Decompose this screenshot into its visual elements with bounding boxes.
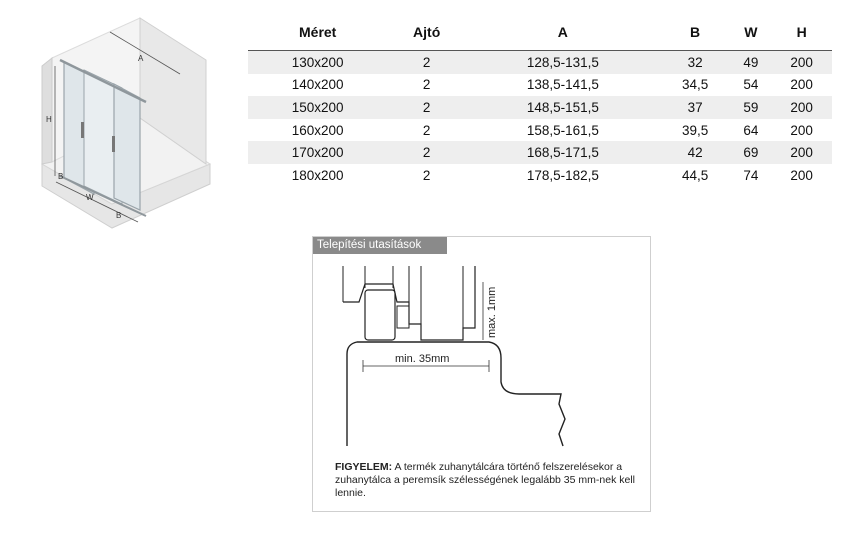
cell-ajto: 2 — [387, 73, 466, 97]
cell-b: 39,5 — [659, 118, 731, 142]
cell-a: 158,5-161,5 — [465, 118, 660, 142]
cell-ajto: 2 — [387, 96, 466, 119]
table-row: 180x200 2 178,5-182,5 44,5 74 200 — [248, 163, 832, 187]
cell-h: 200 — [771, 163, 832, 187]
cell-w: 69 — [730, 141, 772, 164]
dimension-line-a — [109, 31, 181, 75]
header-h: H — [771, 14, 832, 51]
cell-ajto: 2 — [387, 118, 466, 142]
handle-right — [112, 136, 115, 152]
cell-h: 200 — [771, 73, 832, 97]
profile-cross-section-drawing: min. 35mm max. 1mm — [342, 266, 566, 447]
profile-insert — [396, 305, 410, 329]
dimension-label-h: H — [46, 115, 52, 124]
tray-profile — [346, 341, 566, 447]
glass-panel-right — [113, 82, 141, 211]
size-spec-table: Méret Ajtó A B W H 130x200 2 128,5-131,5… — [248, 14, 832, 187]
cell-b: 32 — [659, 50, 731, 74]
bottom-rail — [59, 175, 147, 217]
dimension-label-a: A — [138, 54, 144, 63]
dimension-label-w: W — [86, 193, 94, 202]
cell-ajto: 2 — [387, 50, 466, 74]
top-rail — [59, 58, 147, 104]
left-wall — [41, 56, 53, 165]
cell-a: 138,5-141,5 — [465, 73, 660, 97]
table-row: 130x200 2 128,5-131,5 32 49 200 — [248, 50, 832, 74]
cell-h: 200 — [771, 50, 832, 74]
header-ajto: Ajtó — [387, 14, 466, 51]
cell-a: 148,5-151,5 — [465, 96, 660, 119]
cell-b: 42 — [659, 141, 731, 164]
cell-meret: 180x200 — [248, 163, 388, 187]
dimension-label-b-left: B — [58, 172, 63, 181]
warning-title: FIGYELEM: — [335, 461, 393, 473]
cell-b: 44,5 — [659, 163, 731, 187]
cell-a: 178,5-182,5 — [465, 163, 660, 187]
handle-left — [81, 122, 84, 138]
cell-meret: 160x200 — [248, 118, 388, 142]
cell-ajto: 2 — [387, 141, 466, 164]
cell-meret: 150x200 — [248, 96, 388, 119]
cell-h: 200 — [771, 141, 832, 164]
cell-ajto: 2 — [387, 163, 466, 187]
cell-w: 59 — [730, 96, 772, 119]
cell-w: 49 — [730, 50, 772, 74]
table-row: 150x200 2 148,5-151,5 37 59 200 — [248, 96, 832, 119]
warning-text: A termék zuhanytálcára történő felszerel… — [335, 461, 635, 499]
min-width-label: min. 35mm — [395, 353, 449, 365]
cell-meret: 130x200 — [248, 50, 388, 74]
installation-panel: Telepítési utasítások min. 35mm max. 1mm… — [312, 236, 651, 512]
right-wall — [139, 17, 207, 165]
cell-a: 128,5-131,5 — [465, 50, 660, 74]
header-meret: Méret — [248, 14, 388, 51]
cell-meret: 170x200 — [248, 141, 388, 164]
table-row: 140x200 2 138,5-141,5 34,5 54 200 — [248, 73, 832, 97]
profile-channel — [364, 289, 396, 341]
installation-warning: FIGYELEM: A termék zuhanytálcára történő… — [335, 461, 639, 500]
max-gap-label: max. 1mm — [486, 287, 498, 338]
table-row: 160x200 2 158,5-161,5 39,5 64 200 — [248, 118, 832, 142]
installation-tab-label: Telepítési utasítások — [313, 237, 447, 254]
cell-meret: 140x200 — [248, 73, 388, 97]
header-a: A — [465, 14, 660, 51]
cell-w: 54 — [730, 73, 772, 97]
cell-h: 200 — [771, 96, 832, 119]
cell-a: 168,5-171,5 — [465, 141, 660, 164]
cell-w: 64 — [730, 118, 772, 142]
shower-isometric-diagram: A H B W B — [40, 17, 212, 229]
cell-w: 74 — [730, 163, 772, 187]
header-b: B — [659, 14, 731, 51]
table-row: 170x200 2 168,5-171,5 42 69 200 — [248, 141, 832, 164]
cell-h: 200 — [771, 118, 832, 142]
header-w: W — [730, 14, 772, 51]
dimension-line-bottom — [55, 181, 139, 223]
dimension-label-b-right: B — [116, 211, 121, 220]
table-header-row: Méret Ajtó A B W H — [248, 14, 832, 51]
cell-b: 37 — [659, 96, 731, 119]
cell-b: 34,5 — [659, 73, 731, 97]
